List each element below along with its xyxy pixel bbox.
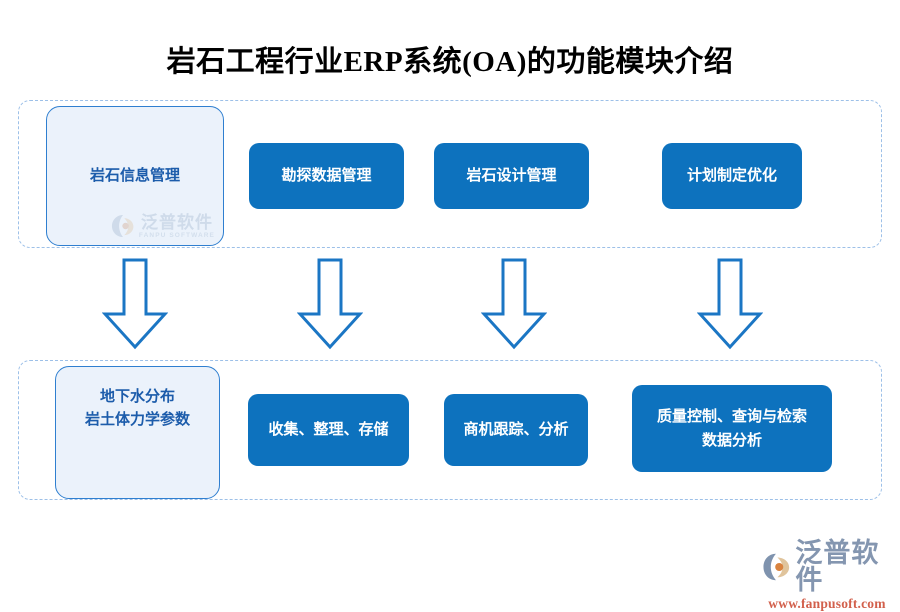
card-rock-design-management-label: 岩石设计管理 — [466, 167, 557, 184]
card-rock-design-management[interactable]: 岩石设计管理 — [434, 143, 589, 209]
card-quality-control-query-retrieval[interactable]: 质量控制、查询与检索 数据分析 — [632, 385, 832, 472]
card-rock-info-management[interactable]: 岩石信息管理 泛普软件 FANPU SOFTWARE — [46, 106, 224, 246]
watermark-company-en: FANPU SOFTWARE — [138, 231, 215, 239]
arrow-down-icon — [297, 258, 363, 350]
watermark-fanpu: 泛普软件 FANPU SOFTWARE — [110, 213, 215, 239]
card-plan-making-optimization-label: 计划制定优化 — [686, 167, 777, 184]
card-opportunity-tracking-analysis[interactable]: 商机跟踪、分析 — [444, 394, 588, 466]
fanpu-logo-icon — [111, 214, 134, 238]
page-title: 岩石工程行业ERP系统(OA)的功能模块介绍 — [166, 46, 734, 78]
brand-logo: 泛普软件 www.fanpusoft.com — [762, 540, 892, 611]
brand-url: www.fanpusoft.com — [768, 596, 886, 611]
card-exploration-data-management-label: 勘探数据管理 — [281, 167, 372, 184]
brand-logo-row: 泛普软件 — [762, 540, 892, 594]
arrow-down-icon — [481, 258, 547, 350]
card-rock-info-management-label: 岩石信息管理 — [89, 167, 180, 185]
card-groundwater-geotech-params[interactable]: 地下水分布 岩土体力学参数 — [55, 366, 220, 499]
fanpu-logo-icon — [763, 553, 790, 581]
watermark-company-cn: 泛普软件 — [140, 212, 213, 232]
arrow-down-icon — [102, 258, 168, 350]
card-plan-making-optimization[interactable]: 计划制定优化 — [662, 143, 802, 209]
group-container-top — [18, 100, 882, 248]
card-collect-organize-store[interactable]: 收集、整理、存储 — [248, 394, 409, 466]
brand-company-cn: 泛普软件 — [795, 538, 880, 595]
arrow-down-4 — [697, 258, 763, 350]
card-exploration-data-management[interactable]: 勘探数据管理 — [249, 143, 404, 209]
arrow-down-3 — [481, 258, 547, 350]
arrow-down-icon — [697, 258, 763, 350]
card-collect-organize-store-label: 收集、整理、存储 — [268, 421, 389, 438]
card-groundwater-geotech-params-label: 地下水分布 岩土体力学参数 — [84, 388, 190, 429]
arrow-down-2 — [297, 258, 363, 350]
group-container-bottom — [18, 360, 882, 500]
card-quality-control-query-retrieval-label: 质量控制、查询与检索 数据分析 — [656, 407, 807, 449]
card-opportunity-tracking-analysis-label: 商机跟踪、分析 — [463, 421, 569, 438]
arrow-down-1 — [102, 258, 168, 350]
